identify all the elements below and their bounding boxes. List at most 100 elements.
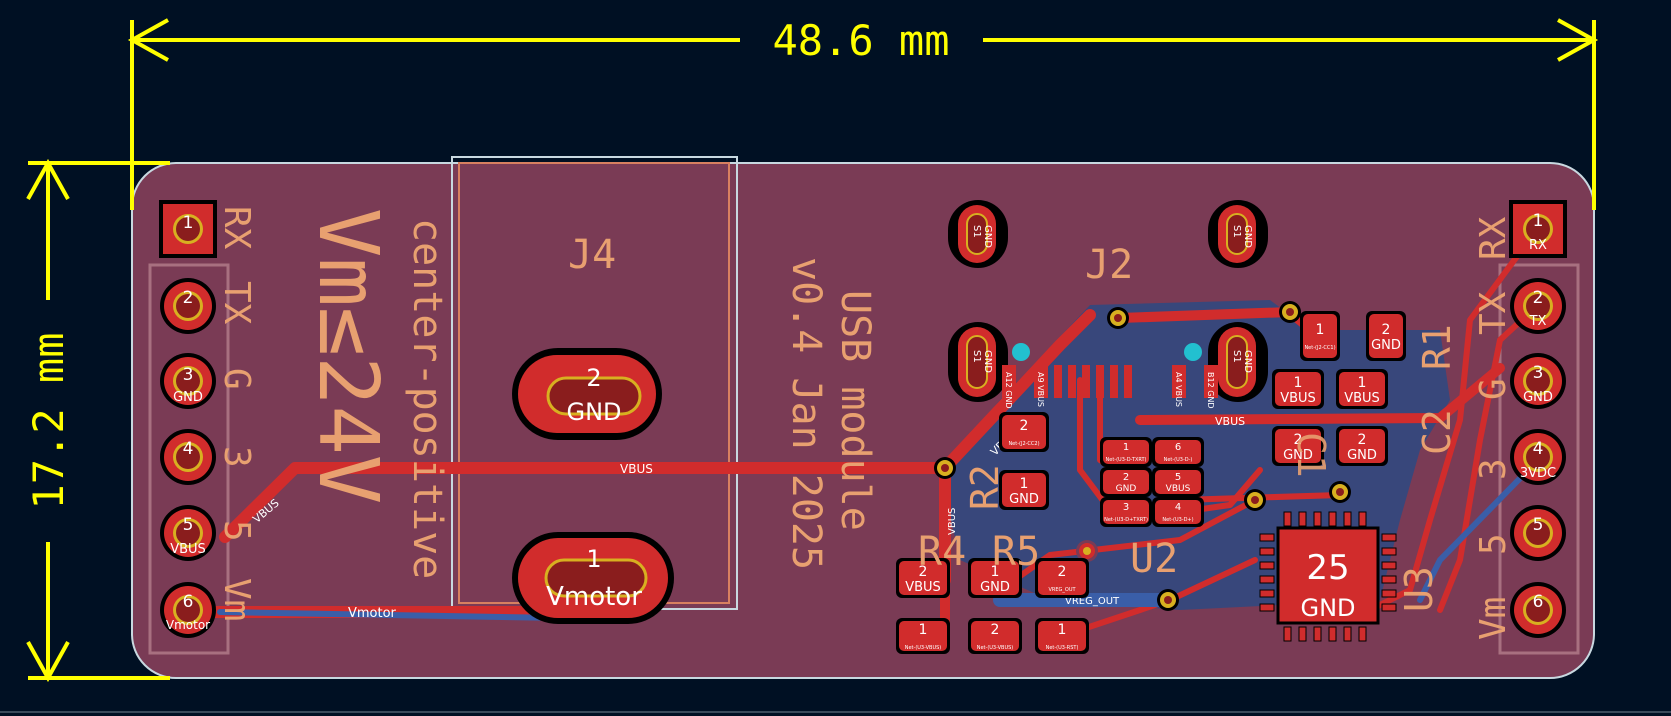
u3-pin[interactable] <box>1283 626 1292 642</box>
u3-pin[interactable] <box>1283 511 1292 527</box>
right-pin-3-num: 3 <box>1533 363 1544 383</box>
via-hole <box>1251 496 1259 504</box>
u3-pin[interactable] <box>1313 626 1322 642</box>
u3-pin[interactable] <box>1298 626 1307 642</box>
smd-pad-num: 2 <box>919 564 928 580</box>
u3-pin[interactable] <box>1358 626 1367 642</box>
j2-shield-br[interactable]: S1 GND <box>1208 322 1268 402</box>
right-header-outline <box>1498 263 1580 655</box>
smd-pad-num: 1 <box>919 622 928 638</box>
u3-pin[interactable] <box>1381 561 1397 570</box>
j2-shield-tl[interactable]: S1 GND <box>948 200 1008 268</box>
u3-pin[interactable] <box>1381 547 1397 556</box>
j2-pin-s3[interactable] <box>1082 365 1090 398</box>
silk-right-rx: RX <box>1473 216 1514 260</box>
smd-pad-num: 1 <box>1358 375 1367 391</box>
right-pin-4[interactable]: 4 3VDC <box>1510 429 1566 485</box>
j2-shield-tr[interactable]: S1 GND <box>1208 200 1268 268</box>
smd-pad-num: 1 <box>1058 622 1067 638</box>
u3-qfn[interactable]: 25 GND <box>1259 511 1397 642</box>
u3-pin[interactable] <box>1381 575 1397 584</box>
trace-label-vreg: VREG_OUT <box>1065 596 1120 607</box>
left-pin-2[interactable]: 2 <box>160 278 216 334</box>
left-pin-5[interactable]: 5 VBUS <box>160 505 216 561</box>
j2-pin-s5[interactable] <box>1110 365 1118 398</box>
j4-pad-2-net: GND <box>566 398 621 426</box>
right-pin-6[interactable]: 6 <box>1510 582 1566 638</box>
smd-pad-num: 2 <box>1058 564 1067 580</box>
via-hole <box>1336 488 1344 496</box>
left-pin-3[interactable]: 3 GND <box>160 353 216 409</box>
j2-pin-s6[interactable] <box>1124 365 1132 398</box>
smd-pad-copper <box>1339 429 1385 463</box>
u3-pin[interactable] <box>1259 603 1275 612</box>
j2-pin-s4[interactable] <box>1096 365 1104 398</box>
left-pin-2-num: 2 <box>183 288 194 308</box>
left-pin-4[interactable]: 4 <box>160 429 216 485</box>
smd-pad-net: VREG_OUT <box>1048 587 1076 593</box>
u3-pin[interactable] <box>1298 511 1307 527</box>
j2-pin-a4[interactable] <box>1172 365 1186 398</box>
j2-pin-a12[interactable] <box>1002 365 1016 398</box>
j2-pin-a12-label: A12 GND <box>1004 372 1013 409</box>
u3-pin[interactable] <box>1328 511 1337 527</box>
j4-pad-2[interactable]: 2 GND <box>512 348 662 440</box>
u3-pin[interactable] <box>1259 533 1275 542</box>
j2-shield-bl[interactable]: S1 GND <box>948 322 1008 402</box>
right-pin-2[interactable]: 2 TX <box>1510 278 1566 334</box>
u3-pin[interactable] <box>1259 589 1275 598</box>
right-pin-2-net: TX <box>1529 314 1547 329</box>
j2-pin-s2[interactable] <box>1068 365 1076 398</box>
right-pin-3[interactable]: 3 GND <box>1510 353 1566 409</box>
silk-right-tx: TX <box>1473 291 1514 335</box>
u3-pin[interactable] <box>1381 533 1397 542</box>
smd-pad-net: Net-(U3-D-TXRT) <box>1106 457 1147 463</box>
u3-pin[interactable] <box>1259 575 1275 584</box>
j2-pin-a9[interactable] <box>1034 365 1048 398</box>
u3-pin[interactable] <box>1343 626 1352 642</box>
right-pin-5[interactable]: 5 <box>1510 505 1566 561</box>
j2-pin-s1[interactable] <box>1054 365 1062 398</box>
u3-pin[interactable] <box>1343 511 1352 527</box>
trace-blue-1 <box>217 609 563 621</box>
u3-center-num: 25 <box>1306 548 1349 588</box>
j2-shield-tr-label: S1 <box>1231 225 1242 238</box>
smd-pad-copper <box>1155 470 1201 494</box>
u3-pin[interactable] <box>1328 626 1337 642</box>
u3-pin[interactable] <box>1313 511 1322 527</box>
j2-pin-b12[interactable] <box>1204 365 1218 398</box>
u3-pin[interactable] <box>1259 547 1275 556</box>
j4-pad-1-net: Vmotor <box>546 582 642 612</box>
right-pin-4-drill <box>1526 445 1550 469</box>
left-pin-1-num: 1 <box>183 213 194 233</box>
j4-pad-1[interactable]: 1 Vmotor <box>512 532 674 624</box>
smd-pad-net: Net-(U3-VBUS) <box>977 645 1014 651</box>
u3-pin[interactable] <box>1358 511 1367 527</box>
u3-pin[interactable] <box>1381 603 1397 612</box>
smd-pad-copper <box>1038 621 1086 651</box>
u3-pin[interactable] <box>1381 589 1397 598</box>
left-pin-6[interactable]: 6 Vmotor <box>160 582 216 638</box>
u3-pin[interactable] <box>1259 561 1275 570</box>
